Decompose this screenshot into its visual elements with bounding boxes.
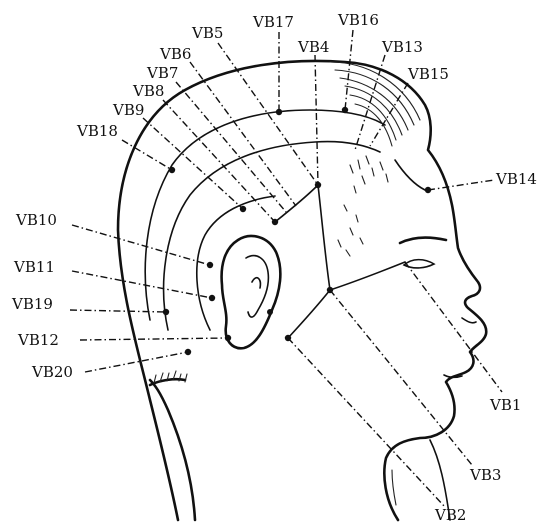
eyebrow	[400, 238, 446, 243]
point-vb3	[327, 287, 333, 293]
point-vb16	[342, 107, 348, 113]
hairline-front	[395, 160, 425, 190]
leader-vb8	[163, 100, 275, 222]
leader-vb10	[72, 225, 210, 265]
label-vb9: VB9	[112, 101, 144, 119]
point-vb19	[163, 309, 169, 315]
point-vb20	[185, 349, 191, 355]
leader-vb19	[70, 310, 166, 312]
temple-hair	[350, 156, 388, 193]
label-vb14: VB14	[495, 170, 537, 188]
point-vb2	[285, 335, 291, 341]
point-vb17	[276, 109, 282, 115]
label-vb20: VB20	[31, 363, 73, 381]
leader-vb1	[405, 262, 502, 392]
section-line-outer	[145, 110, 385, 320]
label-vb3: VB3	[469, 466, 501, 484]
label-vb18: VB18	[76, 122, 118, 140]
nostril	[462, 318, 476, 323]
section-line-middle	[164, 142, 380, 330]
label-vb4: VB4	[297, 38, 329, 56]
point-vb10	[207, 262, 213, 268]
point-vb4	[315, 182, 321, 188]
label-vb6: VB6	[159, 45, 191, 63]
cheek-shading	[338, 205, 363, 256]
leader-vb16	[345, 30, 353, 110]
fringe-strands	[330, 62, 420, 146]
neck-mid-line	[392, 470, 396, 505]
label-vb15: VB15	[407, 65, 449, 83]
leader-vb2	[288, 338, 445, 507]
label-vb16: VB16	[337, 11, 379, 29]
point-vb11	[209, 295, 215, 301]
point-vb14	[425, 187, 431, 193]
ear-inner	[246, 256, 268, 317]
leader-vb4	[315, 55, 318, 185]
ear-lobe-dot	[267, 309, 273, 315]
cheek-diagonal	[330, 262, 405, 290]
leader-vb18	[122, 140, 172, 170]
label-vb17: VB17	[252, 13, 294, 31]
point-vb12	[225, 335, 231, 341]
leader-vb20	[85, 352, 188, 372]
label-vb19: VB19	[11, 295, 53, 313]
sideburn-line	[318, 185, 330, 290]
label-vb13: VB13	[381, 38, 423, 56]
label-vb12: VB12	[17, 331, 59, 349]
leader-vb14	[428, 180, 494, 190]
jaw-diagonal	[288, 290, 330, 338]
label-vb11: VB11	[13, 258, 55, 276]
point-vb9	[240, 206, 246, 212]
leader-vb11	[72, 271, 212, 298]
label-vb5: VB5	[191, 24, 223, 42]
label-vb2: VB2	[434, 506, 466, 524]
ear-outline	[222, 236, 281, 348]
point-vb8	[272, 219, 278, 225]
label-vb1: VB1	[489, 396, 521, 414]
label-vb8: VB8	[132, 82, 164, 100]
leader-vb12	[80, 338, 228, 340]
label-vb7: VB7	[146, 64, 178, 82]
label-vb10: VB10	[15, 211, 57, 229]
crown-to-ear	[275, 185, 318, 222]
point-vb18	[169, 167, 175, 173]
